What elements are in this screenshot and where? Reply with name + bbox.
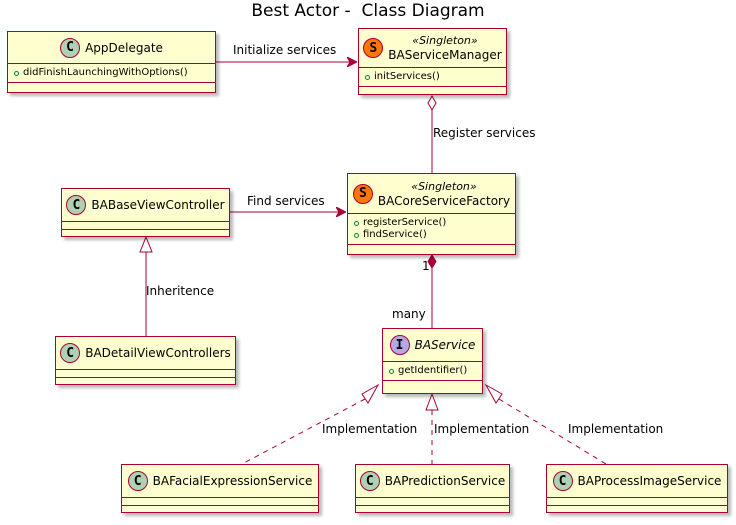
- class-header: C BAPredictionService: [356, 465, 509, 498]
- inheritence-triangle: [139, 235, 153, 253]
- singleton-icon: S: [363, 38, 384, 58]
- class-header: C BAProcessImageService: [547, 465, 727, 498]
- method-list: didFinishLaunchingWithOptions(): [8, 64, 215, 83]
- inheritence-label: Inheritence: [146, 284, 215, 298]
- aggregation-diamond: [427, 94, 437, 112]
- class-name: BACoreServiceFactory: [377, 193, 511, 208]
- implementation-triangle-3: [484, 383, 503, 404]
- class-base-view-controller[interactable]: C BABaseViewController: [61, 188, 230, 237]
- class-name: BAPredictionService: [384, 474, 506, 488]
- class-header: C BABaseViewController: [62, 189, 229, 222]
- method-item: initServices(): [365, 71, 506, 83]
- implementation-triangle-1: [361, 383, 380, 404]
- method-item: getIdentifier(): [389, 365, 482, 377]
- class-icon: C: [60, 37, 81, 58]
- interface-service[interactable]: I BAService getIdentifier(): [382, 328, 483, 394]
- method-list: [356, 498, 509, 506]
- find-services-label: Find services: [247, 194, 325, 208]
- class-header: I BAService: [383, 329, 482, 362]
- method-list: [547, 498, 727, 506]
- method-list: initServices(): [359, 68, 506, 87]
- multiplicity-one-label: 1: [422, 259, 430, 273]
- class-icon: C: [66, 195, 87, 215]
- method-list: [122, 498, 318, 506]
- implementation-label-1: Implementation: [322, 422, 418, 436]
- class-name: BADetailViewControllers: [85, 346, 231, 360]
- public-method-icon: [354, 220, 359, 226]
- public-method-icon: [389, 368, 394, 374]
- implementation-label-3: Implementation: [568, 422, 664, 436]
- class-name: BABaseViewController: [91, 198, 225, 212]
- class-name: AppDelegate: [85, 40, 163, 55]
- class-header: S «Singleton» BACoreServiceFactory: [348, 174, 515, 214]
- class-stereotype: «Singleton»: [412, 34, 478, 47]
- class-header: C BAFacialExpressionService: [122, 465, 318, 498]
- class-icon: C: [60, 343, 81, 363]
- diagram-title: Best Actor - Class Diagram: [251, 1, 485, 21]
- method-list: [56, 370, 235, 378]
- class-header: C AppDelegate: [8, 32, 215, 64]
- class-icon: C: [359, 471, 380, 491]
- class-header: S «Singleton» BAServiceManager: [359, 29, 506, 68]
- method-list: [62, 222, 229, 230]
- initialize-services-label: Initialize services: [233, 43, 337, 57]
- class-icon: C: [127, 471, 148, 491]
- class-icon: C: [552, 471, 573, 491]
- composition-diamond: [427, 254, 437, 269]
- implementation-line-3: [498, 398, 607, 465]
- class-process-image-service[interactable]: C BAProcessImageService: [546, 464, 728, 513]
- method-item: registerService(): [354, 217, 515, 229]
- method-list: registerService() findService(): [348, 214, 515, 245]
- singleton-icon: S: [352, 183, 373, 204]
- interface-icon: I: [389, 335, 410, 355]
- method-item: didFinishLaunchingWithOptions(): [14, 67, 215, 79]
- implementation-line-1: [241, 398, 366, 465]
- method-list: getIdentifier(): [383, 362, 482, 381]
- register-services-label: Register services: [433, 126, 536, 140]
- class-name: BAFacialExpressionService: [152, 474, 313, 488]
- implementation-label-2: Implementation: [434, 422, 530, 436]
- multiplicity-many-label: many: [392, 307, 426, 321]
- public-method-icon: [365, 74, 370, 80]
- class-name: BAProcessImageService: [577, 474, 722, 488]
- public-method-icon: [354, 232, 359, 238]
- method-item: findService(): [354, 229, 515, 241]
- class-facial-expression-service[interactable]: C BAFacialExpressionService: [121, 464, 319, 513]
- class-name: BAServiceManager: [388, 48, 502, 62]
- class-core-service-factory[interactable]: S «Singleton» BACoreServiceFactory regis…: [347, 173, 516, 255]
- class-prediction-service[interactable]: C BAPredictionService: [355, 464, 510, 513]
- class-detail-view-controllers[interactable]: C BADetailViewControllers: [55, 336, 236, 385]
- class-app-delegate[interactable]: C AppDelegate didFinishLaunchingWithOpti…: [7, 31, 216, 93]
- implementation-triangle-2: [425, 392, 439, 411]
- class-header: C BADetailViewControllers: [56, 337, 235, 370]
- class-service-manager[interactable]: S «Singleton» BAServiceManager initServi…: [358, 28, 507, 95]
- class-name: BAService: [414, 338, 476, 352]
- public-method-icon: [14, 70, 19, 76]
- class-stereotype: «Singleton»: [411, 179, 477, 193]
